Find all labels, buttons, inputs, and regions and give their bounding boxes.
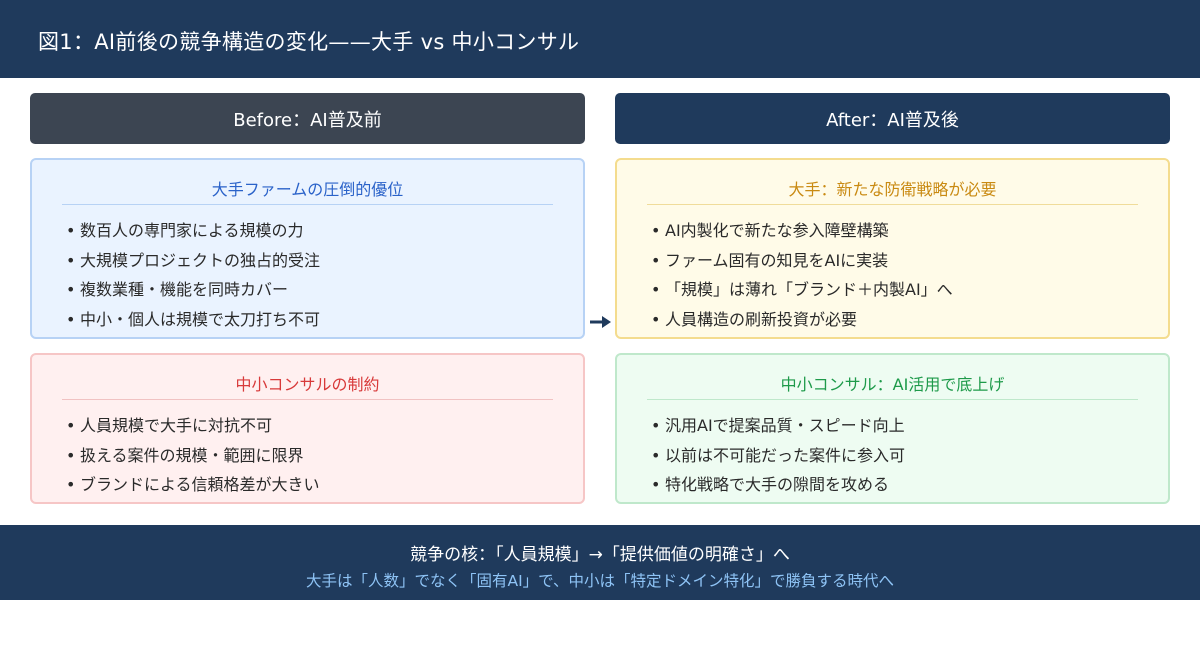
summary-banner: 競争の核：「人員規模」→「提供価値の明確さ」へ 大手は「人数」でなく「固有AI」…	[0, 525, 1200, 600]
list-item: •中小・個人は規模で太刀打ち不可	[66, 309, 321, 329]
list-item: •ブランドによる信頼格差が大きい	[66, 475, 320, 494]
card-list: •数百人の専門家による規模の力 •大規模プロジェクトの独占的受注 •複数業種・機…	[66, 216, 320, 334]
list-item: •ファーム固有の知見をAIに実装	[651, 250, 889, 270]
figure-title: 図1：AI前後の競争構造の変化——大手 vs 中小コンサル	[38, 30, 580, 54]
list-item: •大規模プロジェクトの独占的受注	[66, 250, 321, 270]
list-item: •特化戦略で大手の隙間を攻める	[651, 475, 890, 494]
before-column-header: Before：AI普及前	[30, 93, 585, 144]
card-after-big-firms: 大手：新たな防衛戦略が必要 •AI内製化で新たな参入障壁構築 •ファーム固有の知…	[615, 158, 1170, 339]
list-item: •人員規模で大手に対抗不可	[66, 416, 273, 435]
summary-sub-text: 大手は「人数」でなく「固有AI」で、中小は「特定ドメイン特化」で勝負する時代へ	[305, 572, 895, 590]
list-item: •以前は不可能だった案件に参入可	[651, 445, 906, 465]
after-column-header: After：AI普及後	[615, 93, 1170, 144]
list-item: •AI内製化で新たな参入障壁構築	[651, 221, 889, 240]
card-divider	[62, 204, 553, 205]
card-title: 大手：新たな防衛戦略が必要	[788, 180, 997, 199]
list-item: •汎用AIで提案品質・スピード向上	[651, 416, 905, 435]
card-title: 大手ファームの圧倒的優位	[211, 180, 404, 199]
list-item: •扱える案件の規模・範囲に限界	[66, 445, 304, 465]
card-divider	[62, 399, 553, 400]
list-item: •人員構造の刷新投資が必要	[651, 309, 858, 329]
summary-main-text: 競争の核：「人員規模」→「提供価値の明確さ」へ	[410, 545, 790, 565]
arrow-right-icon	[590, 316, 611, 328]
card-divider	[647, 204, 1138, 205]
title-bar: 図1：AI前後の競争構造の変化——大手 vs 中小コンサル	[0, 0, 1200, 78]
card-list: •AI内製化で新たな参入障壁構築 •ファーム固有の知見をAIに実装 •「規模」は…	[651, 216, 953, 334]
card-before-small-consultants: 中小コンサルの制約 •人員規模で大手に対抗不可 •扱える案件の規模・範囲に限界 …	[30, 353, 585, 504]
list-item: •「規模」は薄れ「ブランド＋内製AI」へ	[651, 280, 953, 299]
card-title: 中小コンサル：AI活用で底上げ	[780, 375, 1005, 394]
list-item: •数百人の専門家による規模の力	[66, 221, 304, 240]
card-divider	[647, 399, 1138, 400]
card-list: •汎用AIで提案品質・スピード向上 •以前は不可能だった案件に参入可 •特化戦略…	[651, 411, 905, 500]
card-title: 中小コンサルの制約	[235, 375, 380, 394]
card-after-small-consultants: 中小コンサル：AI活用で底上げ •汎用AIで提案品質・スピード向上 •以前は不可…	[615, 353, 1170, 504]
list-item: •複数業種・機能を同時カバー	[66, 280, 289, 299]
card-before-big-firms: 大手ファームの圧倒的優位 •数百人の専門家による規模の力 •大規模プロジェクトの…	[30, 158, 585, 339]
card-list: •人員規模で大手に対抗不可 •扱える案件の規模・範囲に限界 •ブランドによる信頼…	[66, 411, 320, 500]
